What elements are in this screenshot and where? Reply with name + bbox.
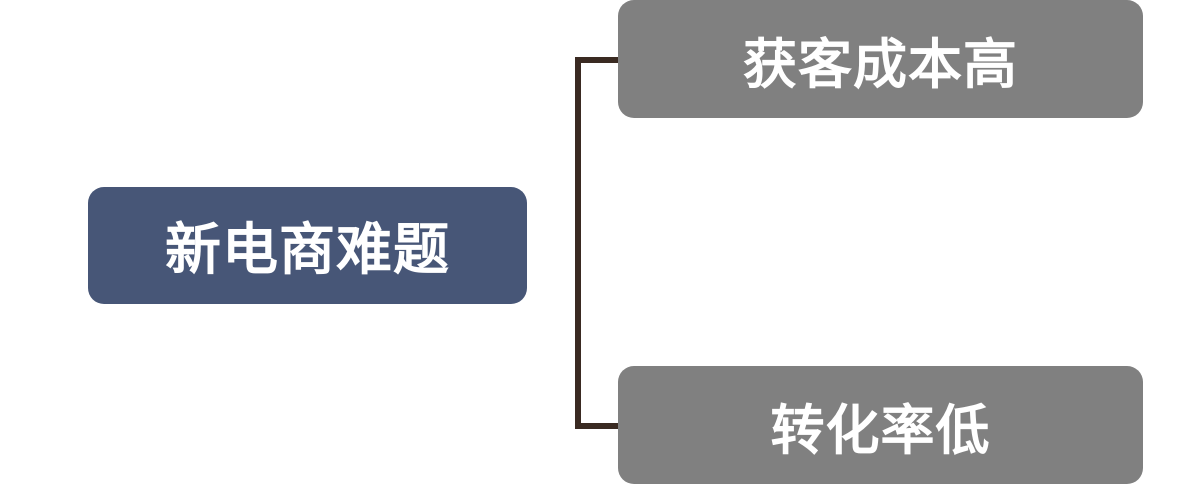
connector-vertical-line	[575, 57, 581, 429]
connector-branch-bottom	[575, 423, 619, 429]
connector-branch-top	[575, 57, 619, 63]
child-node-low-conversion-rate: 转化率低	[618, 366, 1143, 484]
child-node-high-acquisition-cost: 获客成本高	[618, 0, 1143, 118]
child-node-label: 获客成本高	[743, 32, 1018, 96]
root-node-label: 新电商难题	[165, 218, 450, 283]
child-node-label: 转化率低	[770, 398, 991, 462]
root-node: 新电商难题	[88, 187, 527, 304]
